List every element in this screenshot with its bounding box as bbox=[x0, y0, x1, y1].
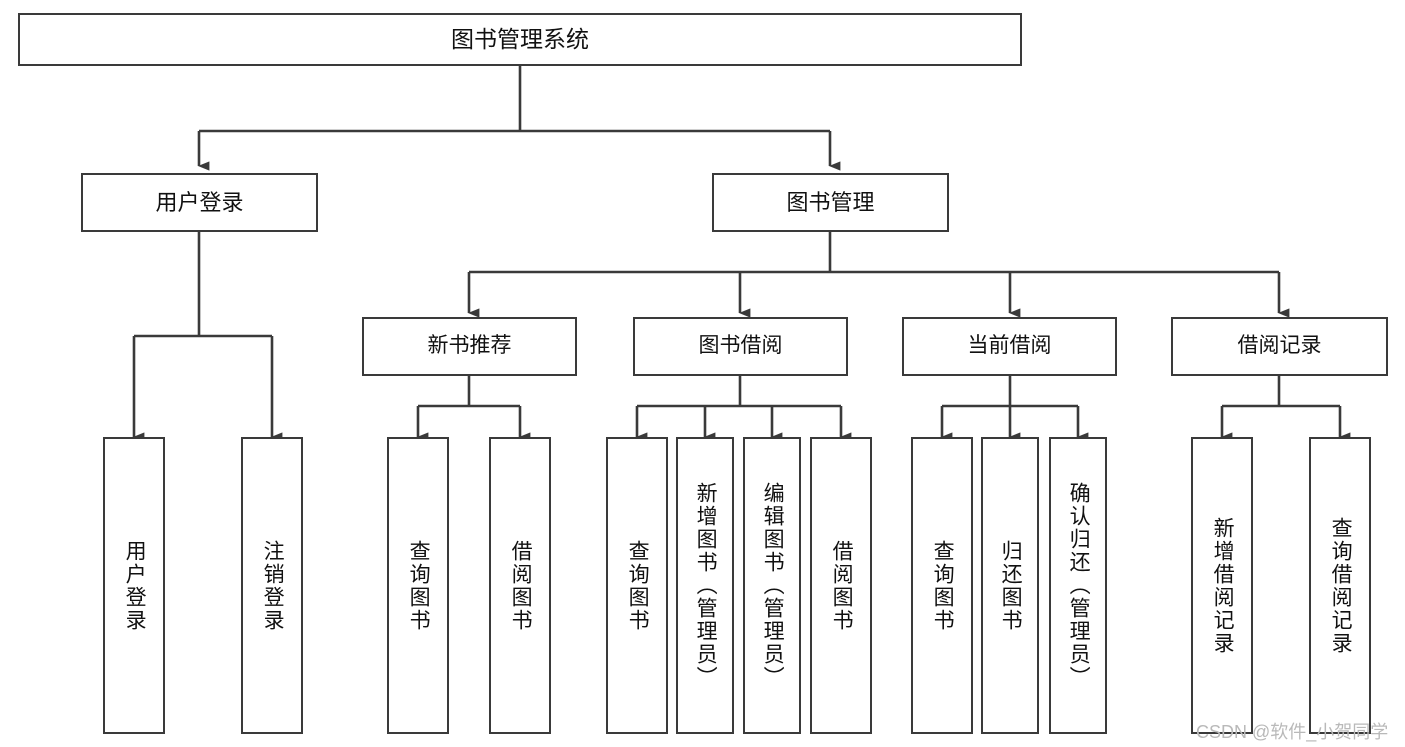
node-borrow-record[interactable]: 借阅记录 bbox=[1171, 317, 1388, 376]
node-label: 借阅图书 bbox=[509, 539, 533, 632]
node-root-system[interactable]: 图书管理系统 bbox=[18, 13, 1022, 66]
node-label: 当前借阅 bbox=[967, 334, 1052, 358]
node-label: 借阅图书 bbox=[830, 539, 854, 632]
node-label: 归还图书 bbox=[999, 539, 1023, 632]
node-label: 图书借阅 bbox=[698, 334, 783, 358]
leaf-user-login-login[interactable]: 用户登录 bbox=[103, 437, 165, 734]
leaf-current-borrow-return[interactable]: 归还图书 bbox=[981, 437, 1039, 734]
watermark-text: CSDN @软件_小贺同学 bbox=[1196, 722, 1389, 742]
node-label: 新书推荐 bbox=[427, 334, 512, 358]
node-label: 图书管理系统 bbox=[451, 26, 589, 53]
node-label: 用户登录 bbox=[123, 539, 147, 632]
node-label: 查询图书 bbox=[626, 539, 650, 632]
leaf-book-borrow-query[interactable]: 查询图书 bbox=[606, 437, 668, 734]
node-label: 查询图书 bbox=[407, 539, 431, 632]
node-label: 编辑图书（管理员） bbox=[761, 482, 785, 689]
node-book-borrow[interactable]: 图书借阅 bbox=[633, 317, 848, 376]
leaf-current-borrow-confirm[interactable]: 确认归还（管理员） bbox=[1049, 437, 1107, 734]
node-label: 新增图书（管理员） bbox=[694, 482, 718, 689]
leaf-book-borrow-edit[interactable]: 编辑图书（管理员） bbox=[743, 437, 801, 734]
node-new-book-recommend[interactable]: 新书推荐 bbox=[362, 317, 577, 376]
node-label: 查询图书 bbox=[931, 539, 955, 632]
node-label: 查询借阅记录 bbox=[1329, 516, 1353, 655]
node-label: 图书管理 bbox=[786, 189, 875, 215]
node-book-management[interactable]: 图书管理 bbox=[712, 173, 949, 232]
leaf-user-login-logout[interactable]: 注销登录 bbox=[241, 437, 303, 734]
leaf-book-borrow-add[interactable]: 新增图书（管理员） bbox=[676, 437, 734, 734]
node-label: 借阅记录 bbox=[1237, 334, 1322, 358]
leaf-borrow-record-add[interactable]: 新增借阅记录 bbox=[1191, 437, 1253, 734]
leaf-new-book-borrow[interactable]: 借阅图书 bbox=[489, 437, 551, 734]
node-label: 新增借阅记录 bbox=[1211, 516, 1235, 655]
leaf-current-borrow-query[interactable]: 查询图书 bbox=[911, 437, 973, 734]
leaf-borrow-record-query[interactable]: 查询借阅记录 bbox=[1309, 437, 1371, 734]
node-current-borrow[interactable]: 当前借阅 bbox=[902, 317, 1117, 376]
leaf-book-borrow-lend[interactable]: 借阅图书 bbox=[810, 437, 872, 734]
node-label: 用户登录 bbox=[155, 189, 244, 215]
leaf-new-book-query[interactable]: 查询图书 bbox=[387, 437, 449, 734]
node-user-login[interactable]: 用户登录 bbox=[81, 173, 318, 232]
node-label: 确认归还（管理员） bbox=[1067, 482, 1091, 689]
node-label: 注销登录 bbox=[261, 539, 285, 632]
